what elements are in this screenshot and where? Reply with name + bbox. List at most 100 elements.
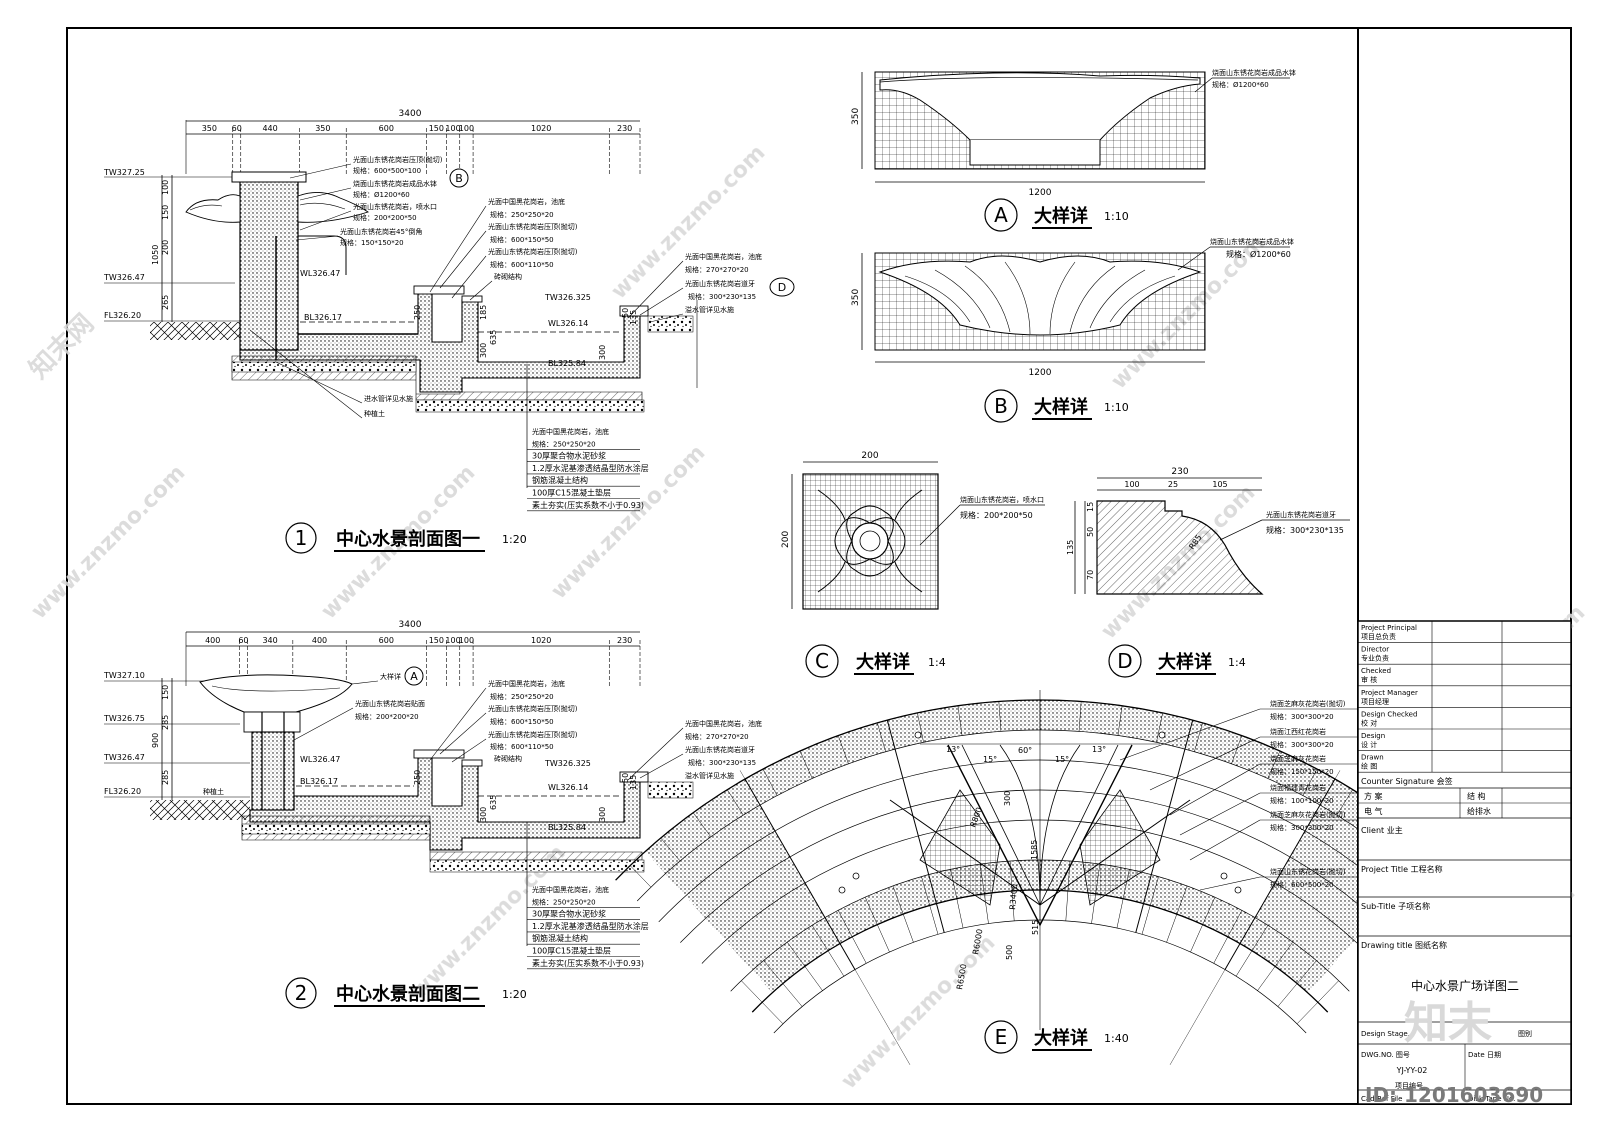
svg-text:BL325.84: BL325.84 [548, 359, 586, 368]
layer-note: 100厚C15混凝土垫层 [532, 488, 611, 498]
material-note: 烧面芝麻灰花岗岩(抛切) [1270, 699, 1346, 708]
svg-text:项目编号: 项目编号 [1395, 1081, 1423, 1090]
dim-label: 230 [617, 636, 632, 645]
dim-label: 600 [379, 124, 394, 133]
title-block-role-cn: 专业负责 [1361, 654, 1389, 663]
material-note: 规格：300*300*20 [1270, 823, 1334, 832]
svg-text:YJ-YY-02: YJ-YY-02 [1396, 1066, 1428, 1075]
dim-label: 340 [262, 636, 277, 645]
layer-note: 钢筋混凝土结构 [532, 475, 588, 485]
svg-text:250: 250 [413, 770, 422, 785]
title-block-role-cn: 设 计 [1361, 740, 1377, 749]
leader-note: 溢水管详见水施 [685, 305, 734, 314]
leader-note: 规格：200*200*50 [353, 213, 417, 222]
svg-text:大样详: 大样详 [856, 651, 910, 673]
leader-note: 光面山东锈花岗岩道牙 [685, 279, 755, 288]
svg-text:265: 265 [161, 295, 170, 310]
layer-note: 光面中国黑花岗岩，池底 [532, 885, 609, 894]
svg-text:B: B [455, 172, 463, 185]
dim-label: 100 [459, 636, 474, 645]
layer-note: 规格：250*250*20 [532, 897, 596, 906]
svg-text:规格：200*200*50: 规格：200*200*50 [960, 510, 1033, 520]
svg-text:1:20: 1:20 [502, 533, 527, 546]
section-2-callout-A: A [404, 666, 424, 686]
layer-note: 100厚C15混凝土垫层 [532, 946, 611, 956]
svg-text:2: 2 [295, 981, 308, 1005]
svg-text:TW326.325: TW326.325 [544, 293, 591, 302]
svg-text:285: 285 [161, 715, 170, 730]
leader-note: 规格：300*230*135 [688, 758, 756, 767]
svg-text:FL326.20: FL326.20 [104, 787, 141, 796]
svg-text:WL326.47: WL326.47 [300, 755, 340, 764]
svg-text:www.znzmo.com: www.znzmo.com [27, 460, 191, 624]
title-block-role: Director [1361, 646, 1389, 654]
material-note: 规格：300*300*20 [1270, 740, 1334, 749]
svg-text:200: 200 [861, 451, 878, 461]
svg-text:光面山东锈花岗岩道牙: 光面山东锈花岗岩道牙 [1266, 510, 1336, 519]
svg-text:结 构: 结 构 [1467, 791, 1486, 801]
dim-label: 100 [445, 124, 460, 133]
svg-text:Disk/Tape No.: Disk/Tape No. [1468, 1095, 1515, 1103]
svg-text:R6000: R6000 [971, 928, 984, 955]
leader-note: 光面山东锈花岗岩压顶(抛切) [488, 247, 578, 256]
svg-text:1:20: 1:20 [502, 988, 527, 1001]
svg-text:R6500: R6500 [955, 963, 968, 990]
svg-text:DWG.NO. 图号: DWG.NO. 图号 [1361, 1051, 1410, 1059]
svg-text:1: 1 [295, 526, 308, 550]
dim-label: 1020 [531, 636, 551, 645]
svg-text:规格：Ø1200*60: 规格：Ø1200*60 [1226, 249, 1291, 259]
dim-label: 400 [312, 636, 327, 645]
svg-text:中心水景剖面图一: 中心水景剖面图一 [336, 528, 480, 550]
svg-text:Sub-Title 子项名称: Sub-Title 子项名称 [1361, 901, 1430, 911]
svg-text:1:4: 1:4 [928, 656, 946, 669]
leader-note: 大样详 [380, 672, 401, 681]
dim-label: 350 [315, 124, 330, 133]
svg-text:BL326.17: BL326.17 [300, 777, 338, 786]
svg-text:大样详: 大样详 [1034, 1027, 1088, 1049]
svg-text:500: 500 [1005, 945, 1014, 960]
svg-text:135: 135 [1066, 540, 1075, 555]
svg-text:B: B [994, 394, 1008, 418]
svg-text:Drawing title 图纸名称: Drawing title 图纸名称 [1361, 940, 1447, 950]
svg-text:100: 100 [161, 180, 170, 195]
svg-text:1:40: 1:40 [1104, 1032, 1129, 1045]
leader-note: 光面山东锈花岗岩道牙 [685, 745, 755, 754]
title-block-role-cn: 校 对 [1361, 718, 1377, 727]
dim-label: 600 [379, 636, 394, 645]
title-block-role: Design Checked [1361, 710, 1417, 718]
detail-B: 1200 350 烧面山东锈花岗岩成品水钵 规格：Ø1200*60 B 大样详 … [851, 237, 1294, 423]
svg-text:知末网: 知末网 [24, 309, 100, 385]
leader-note: 规格：200*200*20 [355, 712, 419, 721]
svg-text:大样详: 大样详 [1158, 651, 1212, 673]
leader-note: 烧面山东锈花岗岩成品水钵 [353, 179, 437, 188]
material-note: 烧面山东锈花岗岩(抛切) [1270, 867, 1346, 876]
svg-text:TW327.25: TW327.25 [103, 168, 145, 177]
dim-label: 440 [262, 124, 277, 133]
svg-text:中心水景剖面图二: 中心水景剖面图二 [336, 983, 480, 1005]
material-note: 规格：300*300*20 [1270, 712, 1334, 721]
svg-text:1:10: 1:10 [1104, 401, 1129, 414]
svg-text:1050: 1050 [151, 245, 160, 265]
section-1-callout-D: D [769, 277, 795, 297]
svg-text:250: 250 [413, 305, 422, 320]
title-block-role: Project Manager [1361, 689, 1418, 697]
svg-text:Date 日期: Date 日期 [1468, 1051, 1501, 1059]
title-block-role-cn: 项目经理 [1361, 697, 1389, 706]
svg-text:150: 150 [161, 205, 170, 220]
leader-note: 规格：150*150*20 [340, 238, 404, 247]
svg-text:大样详: 大样详 [1034, 396, 1088, 418]
leader-note: 砖砌结构 [494, 272, 522, 281]
leader-note: 光面山东锈花岗岩压顶(抛切) [488, 730, 578, 739]
svg-text:E: E [995, 1025, 1008, 1049]
svg-text:中心水景广场详图二: 中心水景广场详图二 [1411, 978, 1519, 993]
svg-text:TW326.47: TW326.47 [103, 273, 145, 282]
leader-note: 光面中国黑花岗岩，池底 [488, 197, 565, 206]
svg-text:13°: 13° [946, 745, 960, 754]
layer-note: 光面中国黑花岗岩，池底 [532, 427, 609, 436]
svg-text:135: 135 [629, 310, 638, 325]
svg-text:200: 200 [161, 240, 170, 255]
svg-text:300: 300 [1003, 791, 1012, 806]
svg-text:25: 25 [1168, 480, 1178, 489]
svg-text:A: A [410, 670, 418, 683]
layer-note: 素土夯实(压实系数不小于0.93) [532, 500, 644, 510]
